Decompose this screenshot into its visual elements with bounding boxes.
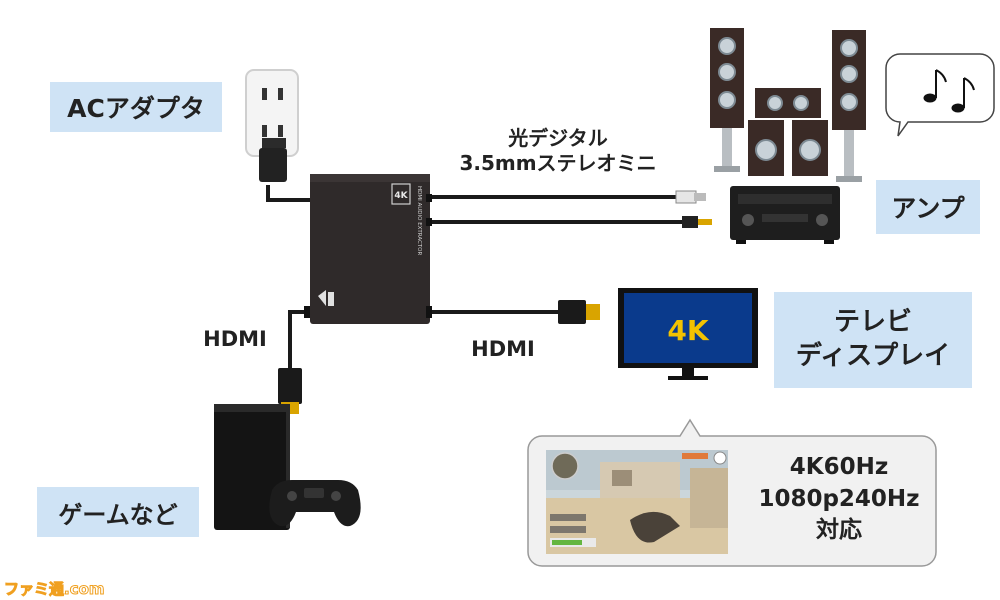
device-badge: 4K [394, 191, 408, 201]
cables [266, 185, 685, 370]
device-logo-icon [318, 290, 334, 306]
optical-connector-icon [675, 190, 706, 204]
audio-output-label: 光デジタル 3.5mmステレオミニ [440, 126, 676, 176]
spec-line-2: 1080p240Hz [758, 485, 920, 512]
ac-cable [266, 185, 318, 202]
center-speaker-icon [755, 88, 821, 118]
ac-plug-icon [259, 138, 287, 182]
speaker-right-icon [832, 30, 866, 182]
tv-screen-text: 4K [667, 314, 709, 347]
game-label: ゲームなど [37, 487, 199, 537]
amplifier-icon [730, 186, 840, 244]
spec-line-1: 4K60Hz [789, 454, 889, 480]
tv-icon: 4K [618, 288, 758, 380]
optical-label: 光デジタル [508, 126, 608, 150]
amp-label: アンプ [876, 180, 980, 234]
audio-extractor-device: 4K HDMI AUDIO EXTRACTOR [304, 174, 432, 324]
stereo-mini-jack-icon [682, 216, 712, 228]
hdmi-input-label: HDMI [203, 327, 267, 351]
watermark-logo: ファミ通.com [4, 580, 106, 599]
hdmi-out-plug-icon [558, 300, 600, 324]
spec-text: 4K60Hz 1080p240Hz 対応 [744, 452, 934, 547]
tv-label-line2: ディスプレイ [795, 341, 951, 371]
device-side-text: HDMI AUDIO EXTRACTOR [416, 186, 422, 256]
ac-adapter-label: ACアダプタ [50, 82, 222, 132]
surround-speaker-right-icon [792, 120, 828, 176]
music-note-icon [923, 69, 975, 113]
hdmi-output-label: HDMI [471, 337, 535, 361]
game-controller-icon [269, 480, 361, 527]
music-bubble-icon [885, 53, 995, 137]
tv-display-label: テレビ ディスプレイ [774, 292, 972, 388]
spec-line-3: 対応 [816, 517, 862, 544]
speaker-left-icon [710, 28, 744, 172]
stereo-mini-label: 3.5mmステレオミニ [459, 151, 657, 175]
tv-label-line1: テレビ [833, 307, 912, 338]
surround-speaker-left-icon [748, 120, 784, 176]
hdmi-in-cable [288, 310, 308, 370]
game-screenshot-image [546, 450, 728, 554]
